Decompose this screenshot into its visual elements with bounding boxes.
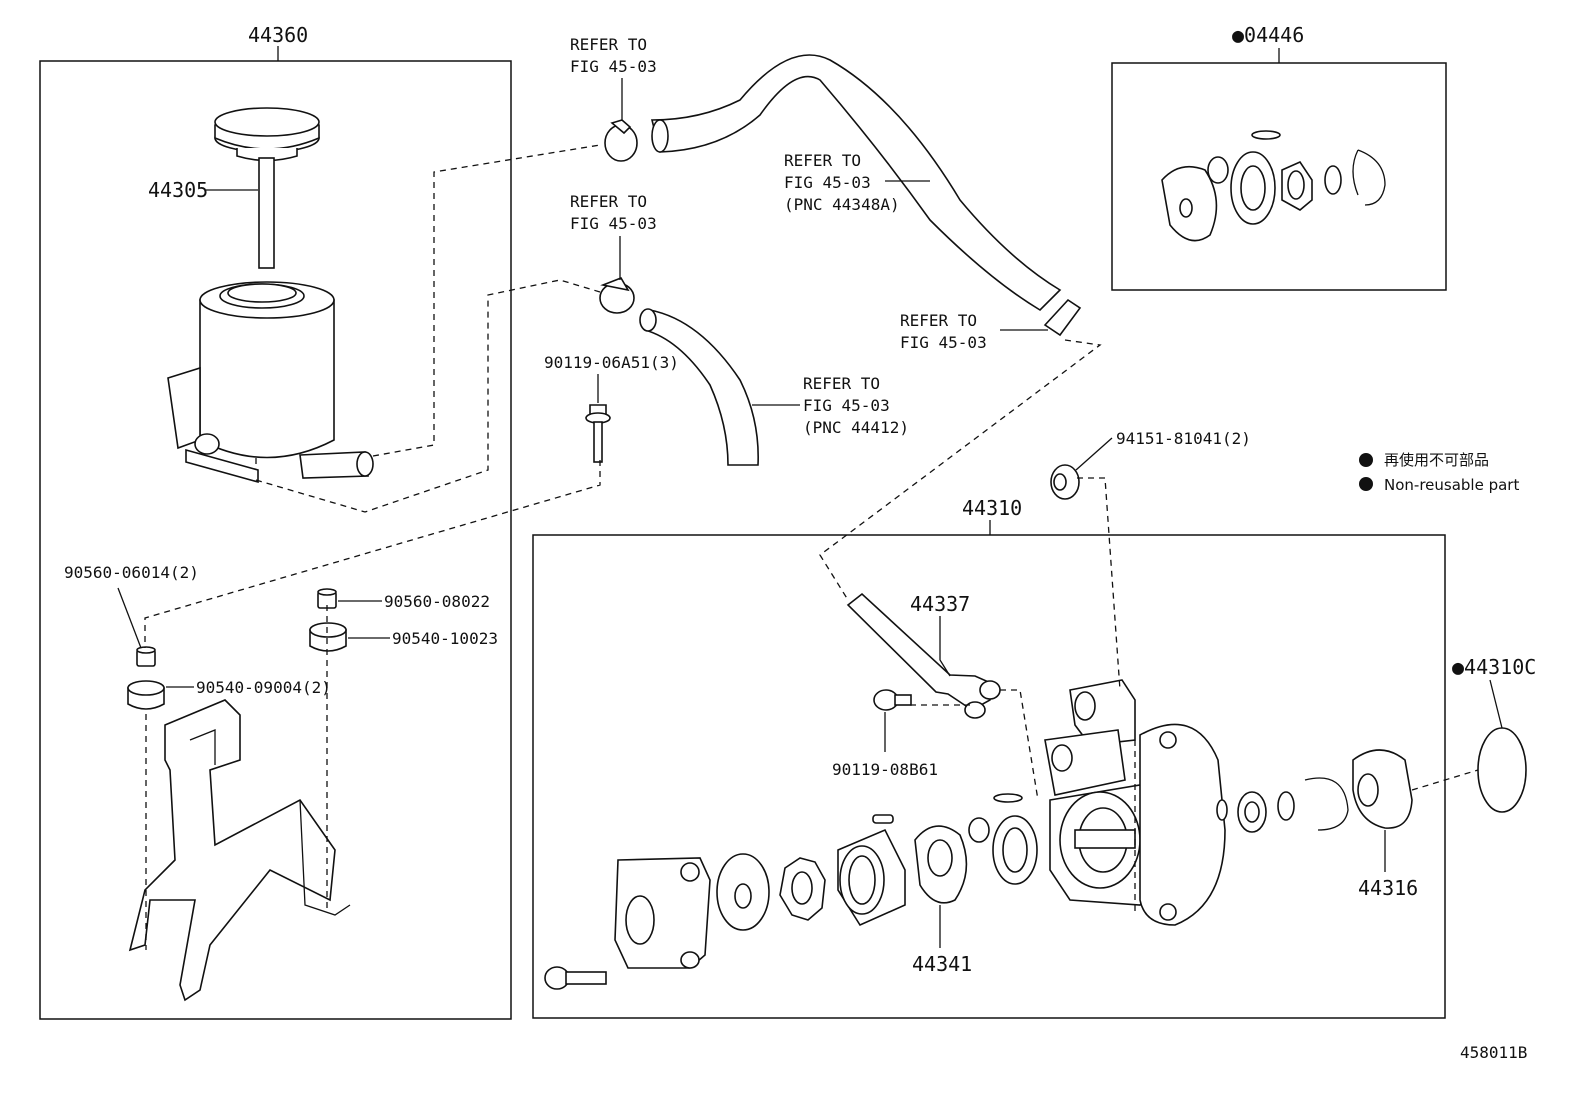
reservoir-tank-icon [167,281,374,484]
side-plate-icon [716,853,770,931]
legend-en: Non-reusable part [1384,476,1519,494]
pump-assy-group-box [532,534,1446,1019]
cushion-09004-icon [127,680,165,710]
cushion-09004-label[interactable]: 90540-09004(2) [196,678,331,697]
gasket-icon [1477,727,1527,813]
reference-4-line-1: REFER TO [900,311,977,330]
pin-icon [872,814,894,824]
reference-1: REFER TO FIG 45-03 [570,35,657,76]
reference-1-line-1: REFER TO [570,35,647,54]
legend-bullet-icon [1359,477,1373,491]
collar-08022-label[interactable]: 90560-08022 [384,592,490,611]
nut-81041-label[interactable]: 94151-81041(2) [1116,429,1251,448]
reference-5-line-1: REFER TO [803,374,880,393]
pump-body-icon [1044,679,1228,926]
reservoir-cap-icon [214,107,320,269]
front-housing-label[interactable]: 44316 [1358,876,1418,900]
right-clamp-icon [1043,298,1082,337]
upper-clamp-icon [604,119,638,162]
collar-06014-label[interactable]: 90560-06014(2) [64,563,199,582]
cushion-10023-label[interactable]: 90540-10023 [392,629,498,648]
union-bolt-icon [873,689,912,711]
seal-kit-parts-icon [1161,130,1386,242]
pump-assy-group-label[interactable]: 44310 [962,496,1022,520]
cap-label[interactable]: 44305 [148,178,208,202]
reservoir-group-label[interactable]: 44360 [248,23,308,47]
nut-81041-icon [1050,464,1080,500]
union-label[interactable]: 44337 [910,592,970,616]
o-ring-small-icon [993,793,1023,803]
legend-bullet-icon [1359,453,1373,467]
figure-id: 458011B [1460,1043,1527,1062]
reference-5-line-3: (PNC 44412) [803,418,909,437]
cushion-10023-icon [309,622,347,652]
rear-cover-icon [614,857,711,969]
rotor-icon [779,857,826,921]
seal-kit-group-box [1111,62,1447,291]
reference-2-line-2: FIG 45-03 [784,173,871,192]
reference-4-line-2: FIG 45-03 [900,333,987,352]
cam-ring-plate-label[interactable]: 44341 [912,952,972,976]
bearing-icon [1237,791,1267,833]
reservoir-bracket-icon [128,699,351,1002]
reference-2-line-1: REFER TO [784,151,861,170]
reservoir-group-box [39,60,512,1020]
cover-bolt-icon [544,966,607,990]
reference-1-line-2: FIG 45-03 [570,57,657,76]
return-hose-icon [650,54,1062,312]
cam-ring-plate-icon [914,825,968,904]
mid-clamp-icon [599,277,635,314]
union-bolt-label[interactable]: 90119-08B61 [832,760,938,779]
front-housing-icon [1352,749,1413,829]
seal-kit-group-label[interactable]: ●04446 [1232,23,1304,47]
o-ring-large-icon [992,815,1038,885]
o-ring-round-icon [968,817,990,843]
reference-5-line-2: FIG 45-03 [803,396,890,415]
snap-ring-large-icon [1304,777,1349,831]
reference-4: REFER TO FIG 45-03 [900,311,987,352]
bolt-6a51-label[interactable]: 90119-06A51(3) [544,353,679,372]
bolt-6a51-icon [585,404,611,463]
reference-3-line-1: REFER TO [570,192,647,211]
reference-2-line-3: (PNC 44348A) [784,195,900,214]
legend-jp: 再使用不可部品 [1384,451,1489,469]
reference-5: REFER TO FIG 45-03 (PNC 44412) [803,374,909,437]
reference-3: REFER TO FIG 45-03 [570,192,657,233]
reference-3-line-2: FIG 45-03 [570,214,657,233]
gasket-label[interactable]: ●44310C [1452,655,1536,679]
cam-ring-icon [837,828,906,927]
snap-ring-small-icon [1277,791,1295,821]
pressure-hose-icon [639,308,759,466]
collar-06014-icon [136,646,156,667]
reference-2: REFER TO FIG 45-03 (PNC 44348A) [784,151,900,214]
